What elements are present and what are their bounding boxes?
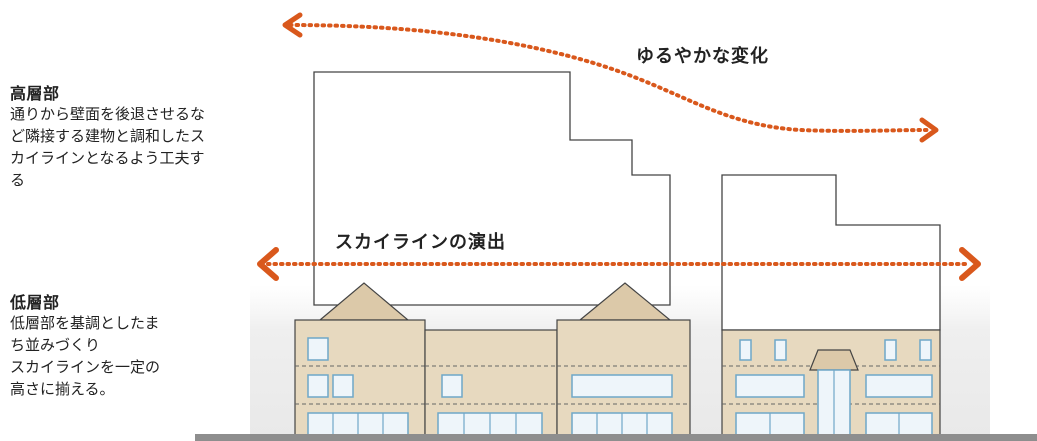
gentle-change-arrow: [282, 12, 939, 143]
window: [441, 374, 463, 398]
high-rise-description: 通りから壁面を後退させるな ど隣接する建物と調和したス カイラインとなるよう工夫…: [10, 105, 206, 189]
arrow-head-right-icon: [919, 117, 939, 143]
high-rise-heading: 高層部: [10, 84, 60, 103]
window: [919, 339, 932, 361]
window: [865, 374, 933, 398]
window: [571, 374, 673, 398]
window: [307, 337, 329, 361]
arrow-head-left-icon: [282, 12, 303, 38]
arrow-head-left-icon: [257, 247, 279, 281]
building-d: [721, 329, 941, 437]
skyline-label: スカイラインの演出: [335, 232, 506, 253]
window: [332, 374, 354, 398]
arrow-head-right-icon: [959, 247, 981, 281]
low-rise-description: 低層部を基調としたま ち並みづくり スカイラインを一定の 高さに揃える。: [10, 314, 161, 398]
building-c: [556, 282, 691, 437]
ground-line: [195, 434, 1037, 441]
gentle-change-label: ゆるやかな変化: [636, 46, 769, 67]
building-b: [424, 329, 558, 437]
window: [774, 339, 787, 361]
window: [739, 339, 752, 361]
low-rise-heading: 低層部: [10, 293, 60, 312]
upper-floors-right: [721, 174, 941, 331]
window: [884, 339, 897, 361]
skyline-arrow: [257, 247, 981, 281]
window: [735, 374, 805, 398]
building-a: [294, 282, 426, 437]
upper-floors-left: [313, 71, 671, 306]
entrance-canopy: [809, 349, 859, 371]
window: [307, 374, 329, 398]
